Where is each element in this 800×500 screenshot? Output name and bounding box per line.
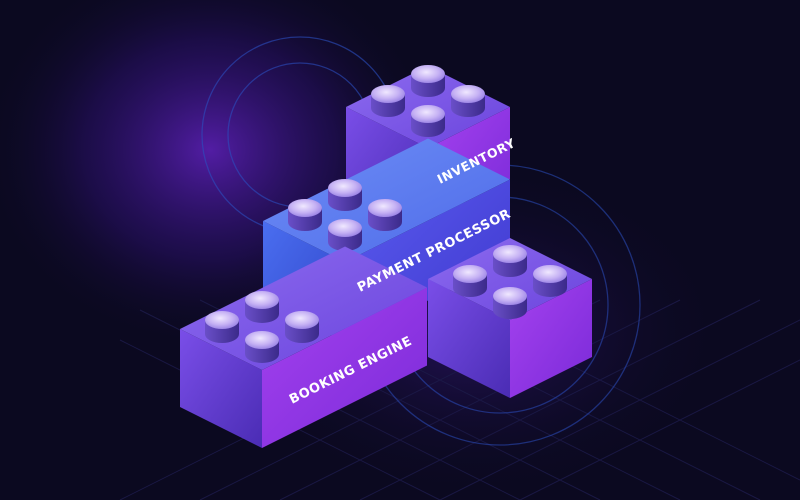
side-stud-1-top <box>493 245 527 263</box>
booking-block-left-face <box>180 329 262 448</box>
payment-stud-3-top <box>368 199 402 217</box>
side-stud-4 <box>493 287 527 319</box>
inventory-stud-1-top <box>411 65 445 83</box>
payment-stud-3 <box>368 199 402 231</box>
side-block <box>428 238 592 398</box>
inventory-stud-3-top <box>451 85 485 103</box>
booking-stud-2 <box>205 311 239 343</box>
inventory-stud-4 <box>411 105 445 137</box>
side-stud-4-top <box>493 287 527 305</box>
booking-engine-block <box>180 246 427 448</box>
side-stud-2-top <box>453 265 487 283</box>
payment-stud-1-top <box>328 179 362 197</box>
inventory-stud-4-top <box>411 105 445 123</box>
side-block-left-face <box>428 279 510 398</box>
side-stud-3-top <box>533 265 567 283</box>
payment-stud-4-top <box>328 219 362 237</box>
payment-stud-1 <box>328 179 362 211</box>
booking-stud-3-top <box>285 311 319 329</box>
payment-stud-2-top <box>288 199 322 217</box>
side-block-right-face <box>510 279 592 398</box>
payment-stud-4 <box>328 219 362 251</box>
inventory-stud-1 <box>411 65 445 97</box>
side-stud-3 <box>533 265 567 297</box>
inventory-stud-2-top <box>371 85 405 103</box>
booking-stud-1 <box>245 291 279 323</box>
booking-stud-1-top <box>245 291 279 309</box>
side-stud-2 <box>453 265 487 297</box>
booking-stud-4 <box>245 331 279 363</box>
inventory-stud-3 <box>451 85 485 117</box>
booking-block-top-face <box>180 246 427 370</box>
booking-stud-2-top <box>205 311 239 329</box>
floor-grid <box>119 299 800 500</box>
payment-stud-2 <box>288 199 322 231</box>
booking-stud-4-top <box>245 331 279 349</box>
side-block-top-face <box>428 238 592 320</box>
side-stud-1 <box>493 245 527 277</box>
inventory-stud-2 <box>371 85 405 117</box>
booking-stud-3 <box>285 311 319 343</box>
booking-block-right-face <box>262 287 427 448</box>
